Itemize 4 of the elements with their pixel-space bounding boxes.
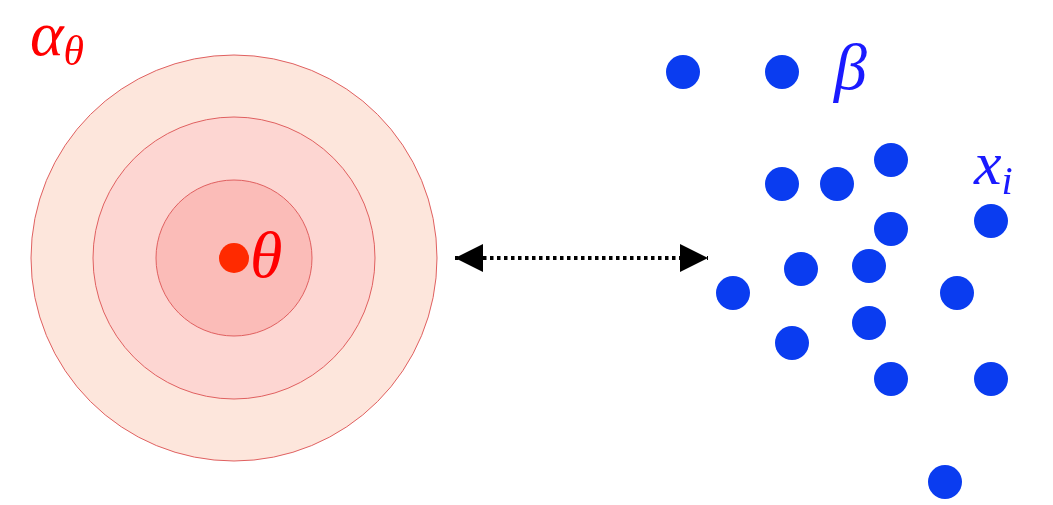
parameter-label: θ bbox=[250, 222, 283, 288]
sample-label: x$_{i}$ bbox=[974, 132, 1013, 202]
distribution-label: α$_{θ}$ bbox=[30, 2, 85, 73]
double-arrow bbox=[455, 244, 708, 272]
